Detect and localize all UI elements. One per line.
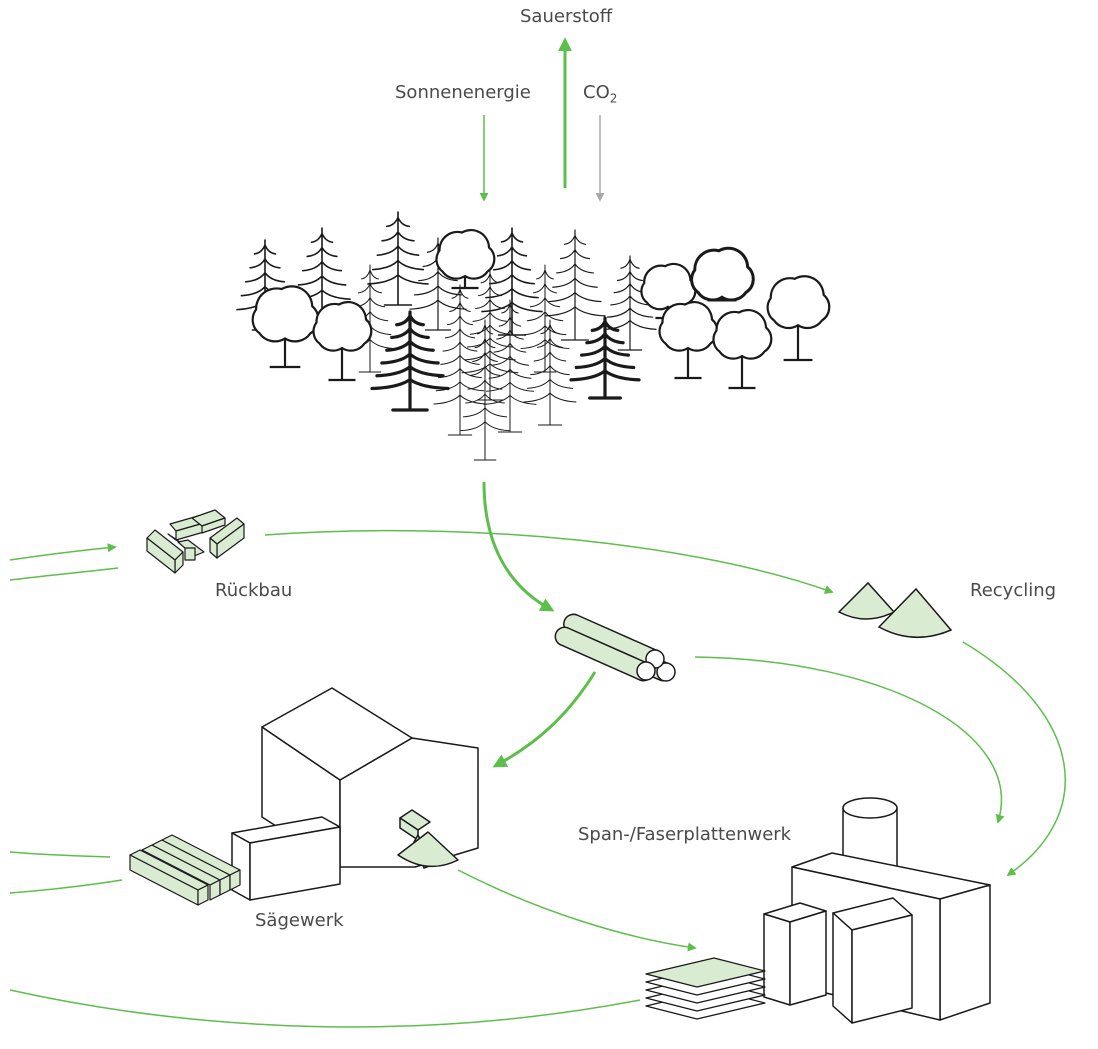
sawmill-icon (231, 687, 479, 901)
forest-icon (236, 211, 831, 461)
boards-outgoing-line (9, 989, 641, 1028)
board-plant-label: Span-/Faserplattenwerk (578, 824, 792, 845)
co2-label: CO2 (583, 82, 618, 106)
logs-to-boardplant-arrow (694, 656, 1005, 824)
sawdust-to-boards-arrow (457, 869, 697, 952)
recycling-to-boardplant-arrow (962, 641, 1066, 877)
logs-to-sawmill-arrow (492, 671, 597, 768)
recycling-piles-icon (837, 581, 953, 639)
sawmill-label: Sägewerk (255, 910, 344, 931)
incoming-deconstruction-arrow (9, 543, 117, 561)
flow-arrows (9, 481, 1066, 1028)
recycling-label: Recycling (970, 580, 1057, 601)
deconstruction-to-recycling-arrow (264, 529, 834, 594)
sawmill-outgoing-line-2 (9, 879, 123, 894)
boards-stack-icon (645, 957, 766, 1020)
incoming-deconstruction-line (9, 567, 119, 581)
deconstruction-label: Rückbau (215, 580, 293, 601)
sawmill-outgoing-line-1 (9, 851, 111, 858)
forest-to-logs-arrow (482, 481, 555, 612)
solar-energy-label: Sonnenenergie (395, 82, 531, 103)
logs-icon (554, 613, 676, 682)
oxygen-label: Sauerstoff (520, 6, 613, 27)
sawn-timber-icon (129, 834, 241, 906)
deconstruction-timber-icon (146, 509, 245, 574)
board-plant-icon (763, 797, 991, 1024)
